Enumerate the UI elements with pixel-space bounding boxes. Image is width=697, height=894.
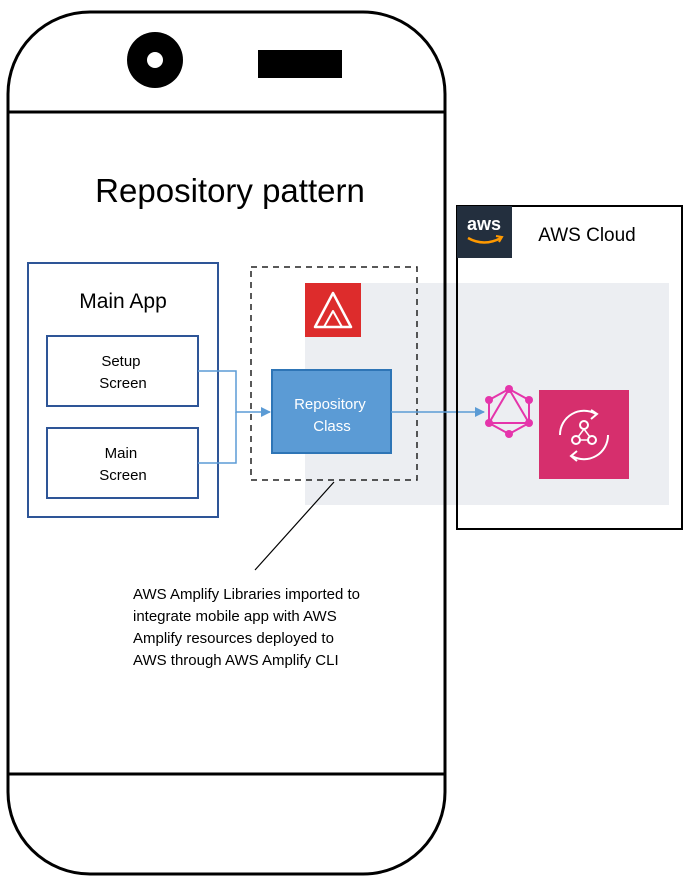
repository-class-label-line-2: Class [313, 418, 351, 435]
screen-connectors [198, 370, 271, 464]
repository-class-label-line-1: Repository [294, 396, 366, 413]
setup-screen-box [46, 335, 199, 407]
aws-cloud-box [456, 205, 683, 530]
setup-screen-label-line-2: Screen [99, 375, 147, 392]
main-screen-box [46, 427, 199, 499]
main-screen-label: Main Screen [99, 445, 147, 484]
annotation-line-1: AWS Amplify Libraries imported to [133, 586, 360, 603]
aws-amplify-icon [305, 283, 361, 337]
page-title: Repository pattern [95, 172, 365, 209]
repository-class-label: Repository Class [294, 396, 370, 435]
phone-speaker [258, 50, 342, 78]
graphql-icon [485, 385, 533, 438]
annotation-line-2: integrate mobile app with AWS [133, 608, 337, 625]
aws-appsync-icon [539, 390, 629, 479]
main-app-label: Main App [79, 290, 167, 313]
setup-screen-label-line-1: Setup [101, 353, 140, 370]
annotation-line-3: Amplify resources deployed to [133, 630, 334, 647]
annotation-line-4: AWS through AWS Amplify CLI [133, 652, 339, 669]
repository-class-box [271, 369, 392, 454]
aws-logo-text: aws [467, 214, 501, 234]
main-screen-label-line-2: Screen [99, 467, 147, 484]
aws-logo-badge: aws [457, 206, 512, 258]
aws-cloud-label: AWS Cloud [538, 225, 636, 246]
setup-screen-label: Setup Screen [99, 353, 147, 392]
annotation-text: AWS Amplify Libraries imported to integr… [133, 586, 364, 669]
amplify-library-boundary [250, 266, 418, 481]
aws-smile-icon [467, 236, 502, 244]
annotation-leader-line [254, 481, 335, 571]
phone-camera-icon [127, 32, 183, 88]
main-screen-label-line-1: Main [105, 445, 138, 462]
phone-frame [6, 10, 447, 876]
